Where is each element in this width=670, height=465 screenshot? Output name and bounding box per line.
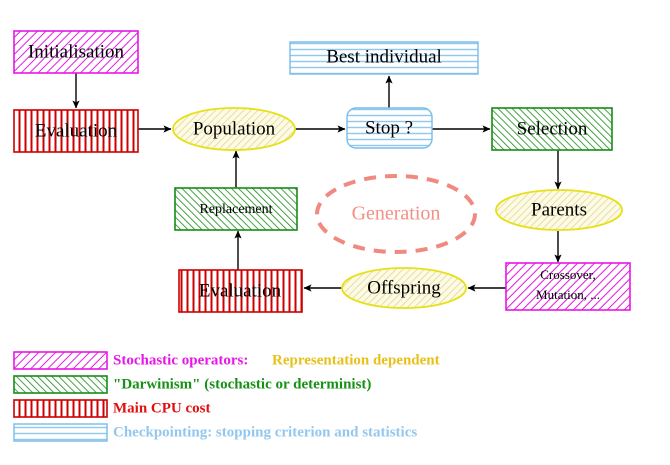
- node-parents: Parents: [495, 189, 623, 231]
- generation-label: Generation: [352, 203, 441, 225]
- node-evaluation-top: Evaluation: [13, 109, 139, 153]
- legend-label-stochastic-operators: Stochastic operators:: [113, 352, 248, 368]
- stop-label: Stop ?: [365, 117, 413, 138]
- node-initialisation: Initialisation: [13, 30, 139, 74]
- offspring-ellipse: [341, 267, 467, 309]
- node-selection: Selection: [491, 107, 613, 151]
- best-individual-label: Best individual: [326, 46, 442, 67]
- legend-swatch-blue: [13, 423, 108, 442]
- node-stop: Stop ?: [346, 107, 433, 149]
- best-individual-box: [289, 41, 479, 75]
- population-label: Population: [193, 118, 276, 139]
- crossover-label-line1: Crossover,: [540, 267, 595, 282]
- offspring-label: Offspring: [367, 277, 441, 298]
- population-ellipse: [172, 107, 296, 151]
- parents-ellipse: [495, 189, 623, 231]
- evaluation-bottom-label: Evaluation: [199, 280, 282, 301]
- node-replacement: Replacement: [174, 187, 298, 231]
- initialisation-box: [13, 30, 139, 74]
- legend: Stochastic operators: Representation dep…: [13, 351, 440, 442]
- evaluation-bottom-box: [178, 269, 303, 313]
- node-population: Population: [172, 107, 296, 151]
- node-best-individual: Best individual: [289, 41, 479, 75]
- node-generation: Generation: [315, 174, 477, 254]
- legend-label-main-cpu-cost: Main CPU cost: [113, 400, 211, 416]
- evaluation-top-box: [13, 109, 139, 153]
- stop-box: [346, 107, 433, 149]
- selection-label: Selection: [517, 118, 588, 139]
- selection-box: [491, 107, 613, 151]
- crossover-label-line2: Mutation, ...: [536, 287, 600, 302]
- legend-swatch-green: [13, 375, 108, 394]
- node-crossover: Crossover, Mutation, ...: [505, 262, 631, 311]
- legend-label-darwinism: "Darwinism" (stochastic or determinist): [113, 376, 371, 392]
- legend-label-representation-dependent: Representation dependent: [272, 352, 440, 368]
- node-evaluation-bottom: Evaluation: [178, 269, 303, 313]
- replacement-box: [174, 187, 298, 231]
- edge-layer: [72, 73, 562, 292]
- legend-swatch-magenta: [13, 351, 108, 370]
- generation-dashed-ellipse: [315, 174, 477, 254]
- parents-label: Parents: [531, 199, 587, 220]
- initialisation-label: Initialisation: [28, 41, 125, 62]
- evaluation-top-label: Evaluation: [35, 120, 118, 141]
- node-offspring: Offspring: [341, 267, 467, 309]
- replacement-label: Replacement: [199, 202, 272, 217]
- crossover-box: [505, 262, 631, 311]
- legend-label-checkpointing: Checkpointing: stopping criterion and st…: [113, 424, 417, 440]
- legend-swatch-red: [13, 399, 108, 418]
